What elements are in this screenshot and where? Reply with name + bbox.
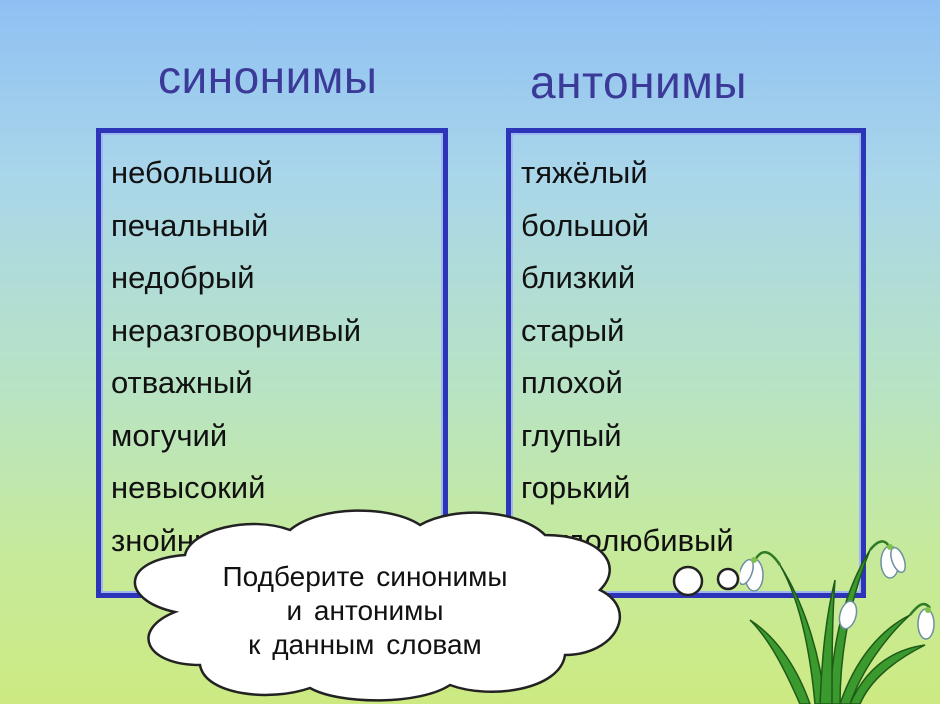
list-item: близкий — [521, 260, 636, 295]
list-item: большой — [521, 207, 649, 243]
list-item: недобрый — [111, 260, 255, 295]
cloud-instruction: Подберите синонимы и антонимы к данным с… — [195, 560, 535, 662]
list-item: небольшой — [111, 155, 273, 190]
antonyms-word-list: тяжёлый большой близкий старый плохой гл… — [511, 133, 861, 567]
cloud-line-2: и антонимы — [286, 595, 444, 626]
list-item: плохой — [521, 365, 623, 400]
list-item: глупый — [521, 417, 622, 453]
synonyms-heading: синонимы — [158, 51, 378, 103]
list-item: печальный — [111, 207, 269, 243]
list-item: тяжёлый — [521, 155, 648, 190]
list-item: могучий — [111, 417, 228, 453]
list-item: неразговорчивый — [111, 312, 362, 348]
antonyms-heading: антонимы — [530, 56, 747, 108]
list-item: старый — [521, 312, 625, 348]
list-item: отважный — [111, 365, 253, 400]
list-item: невысокий — [111, 470, 266, 505]
synonyms-box: небольшой печальный недобрый неразговорч… — [96, 128, 448, 598]
snowdrop-flower-icon — [740, 540, 935, 704]
list-item: горький — [521, 470, 631, 505]
cloud-line-1: Подберите синонимы — [222, 561, 508, 592]
cloud-line-3: к данным словам — [248, 629, 482, 660]
synonyms-word-list: небольшой печальный недобрый неразговорч… — [101, 133, 443, 567]
